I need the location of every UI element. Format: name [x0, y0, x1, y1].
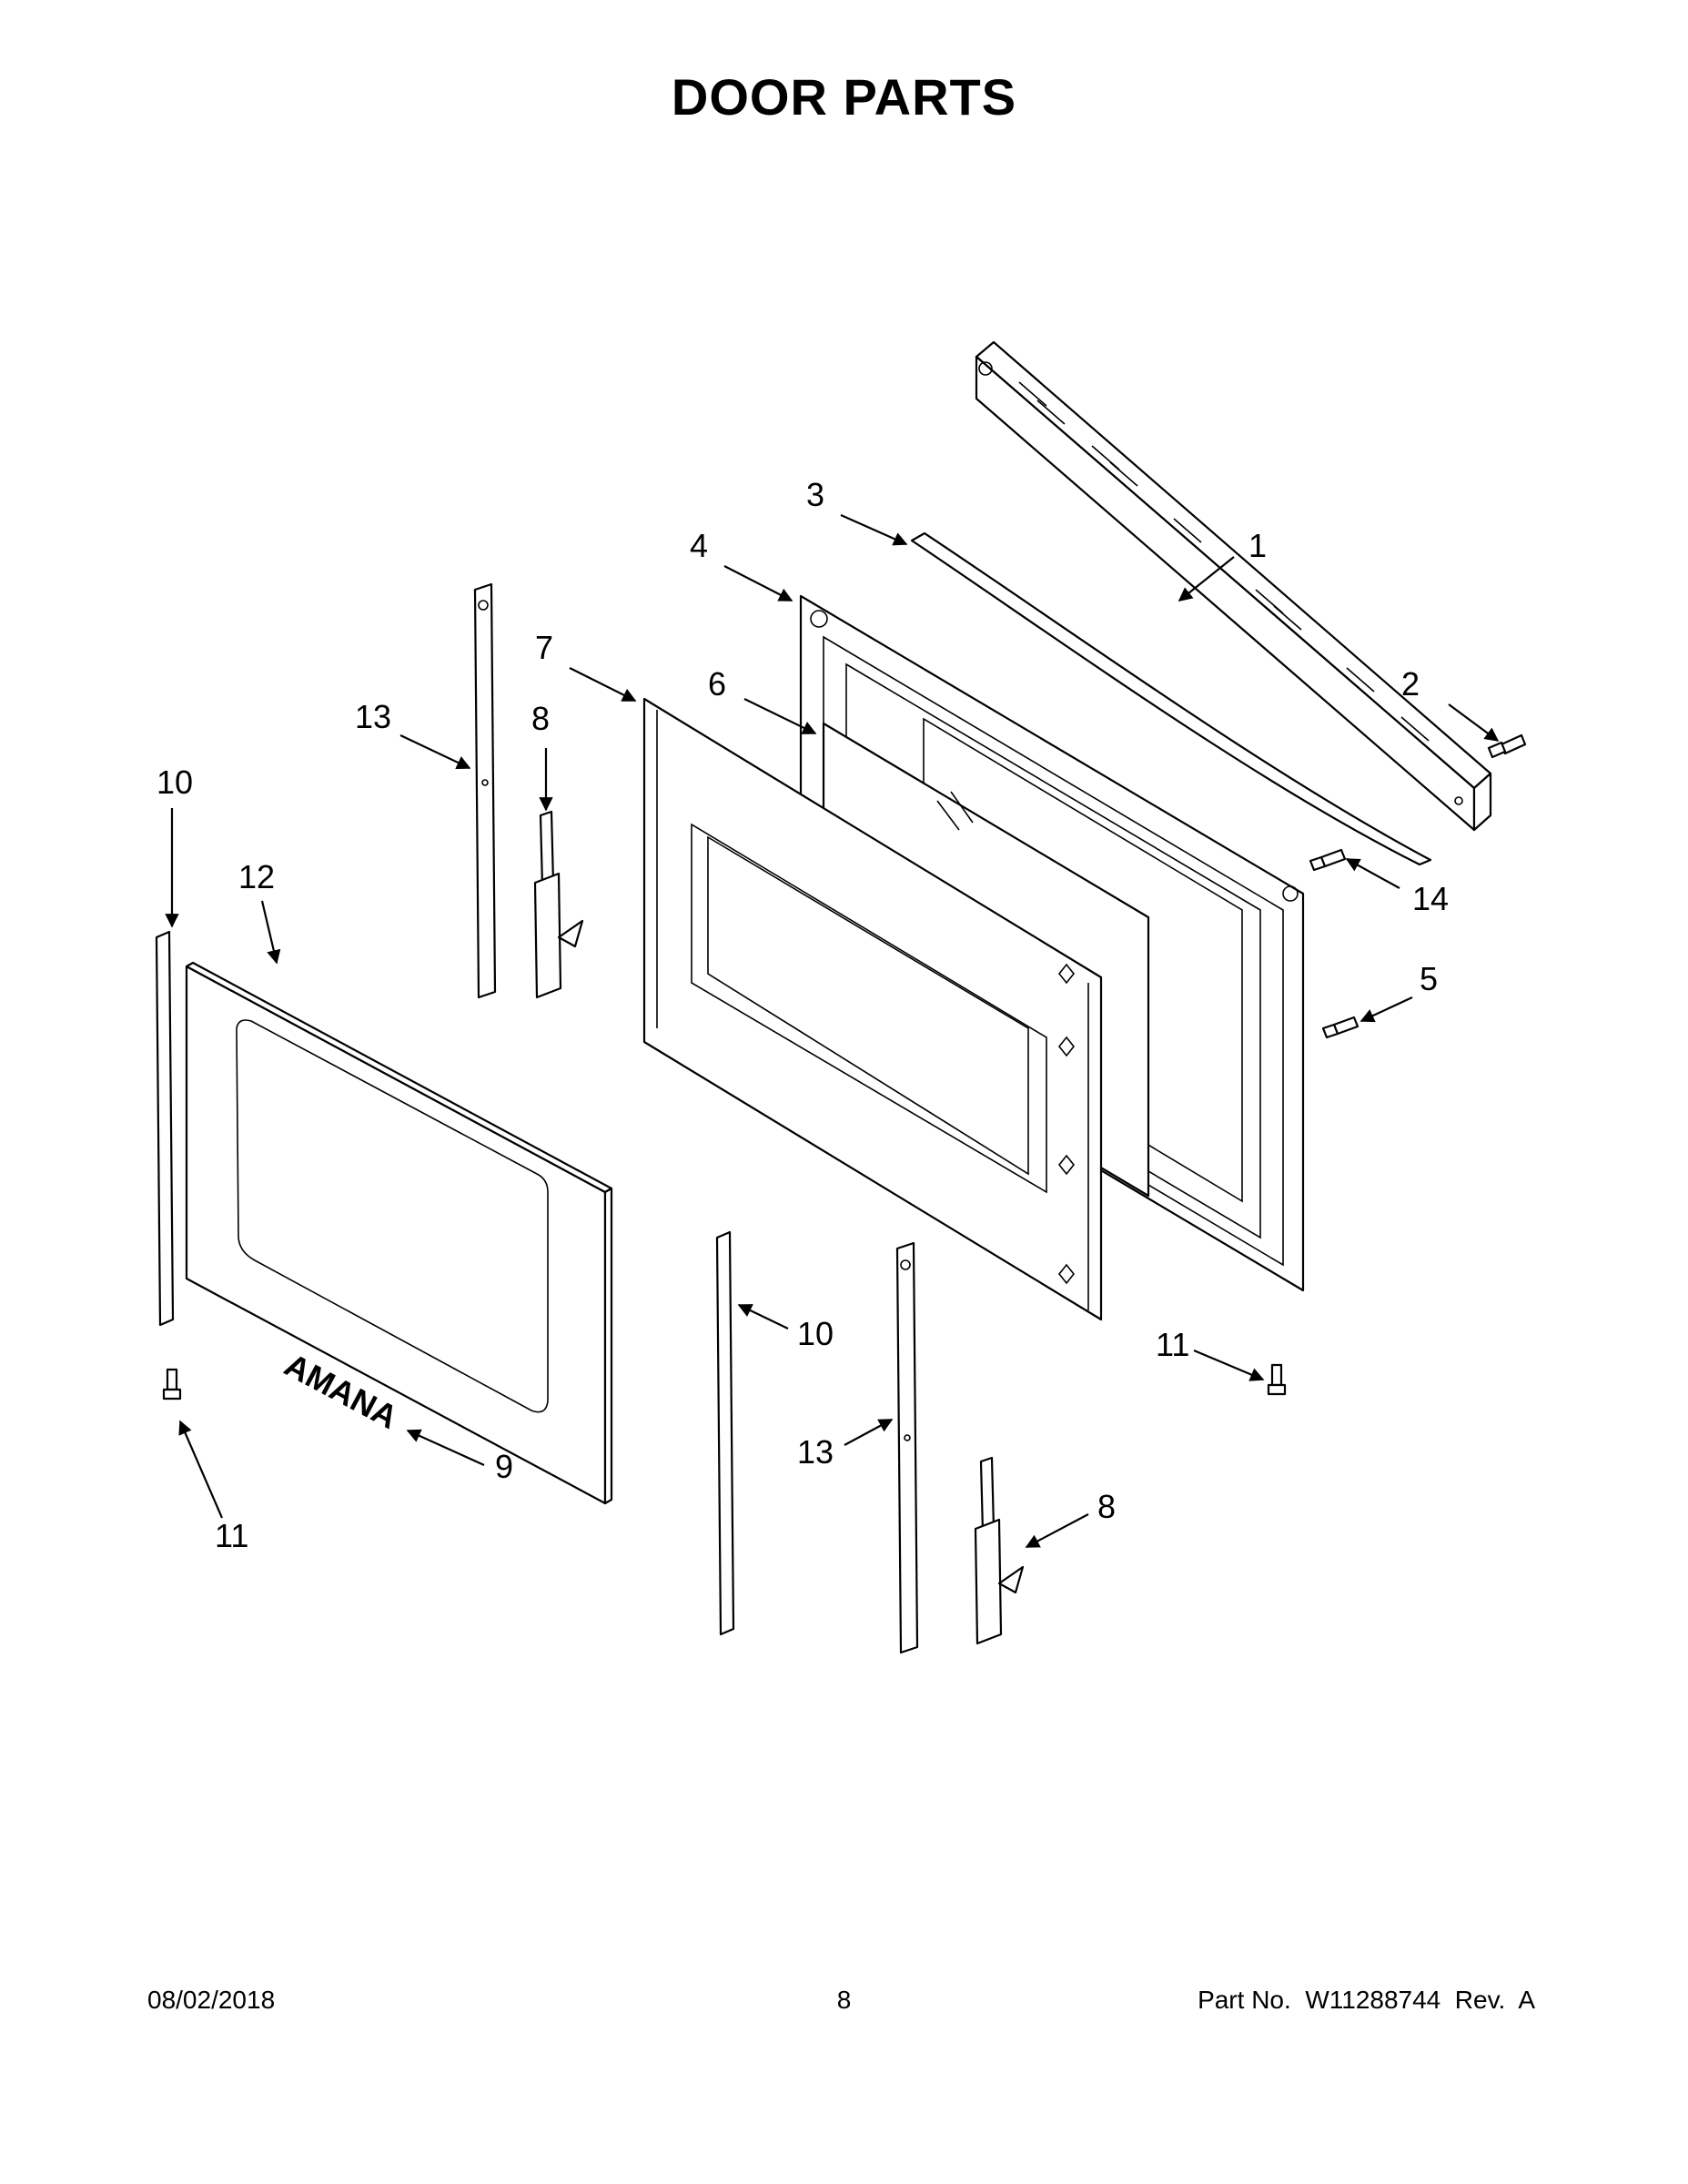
callout-11-left: 11	[215, 1517, 248, 1554]
callout-8-lower: 8	[1097, 1488, 1116, 1525]
part-outer-door-panel	[185, 961, 613, 1505]
callout-labels: 1 2 3 4 5 6 7 8 8 9 10 10 11 11 12 13 13…	[157, 476, 1449, 1554]
part-door-frame	[642, 697, 1103, 1321]
part-vent-trim	[975, 340, 1492, 832]
callout-13-lower: 13	[797, 1433, 834, 1471]
part-screw-11-left	[162, 1368, 182, 1400]
footer-part-number: Part No. W11288744 Rev. A	[1198, 1986, 1535, 2014]
callout-11-right: 11	[1156, 1326, 1189, 1363]
part-screw-11-right	[1267, 1363, 1287, 1396]
callout-10-center: 10	[797, 1315, 834, 1352]
part-screw-5	[1321, 1016, 1359, 1039]
callout-7: 7	[535, 629, 553, 666]
callout-4: 4	[690, 527, 708, 564]
callout-3: 3	[806, 476, 824, 513]
part-screw-2	[1487, 733, 1527, 759]
part-hinge-upper	[533, 810, 584, 999]
page-title: DOOR PARTS	[671, 68, 1017, 126]
leader-lines	[165, 513, 1500, 1548]
part-side-trim-left	[155, 930, 175, 1327]
part-hinge-lower	[974, 1456, 1025, 1645]
part-hinge-receiver-upper	[473, 582, 497, 999]
footer-date: 08/02/2018	[147, 1986, 276, 2014]
callout-2: 2	[1401, 665, 1420, 703]
part-hinge-receiver-lower	[895, 1241, 919, 1654]
callout-6: 6	[708, 665, 726, 703]
callout-14: 14	[1412, 880, 1449, 917]
callout-10-left: 10	[157, 763, 193, 801]
footer-page-number: 8	[836, 1986, 852, 2014]
part-side-trim-center	[715, 1230, 735, 1636]
callout-5: 5	[1420, 960, 1438, 997]
callout-13-upper: 13	[355, 698, 391, 735]
callout-1: 1	[1248, 527, 1267, 564]
part-screw-14	[1309, 848, 1347, 872]
callout-9: 9	[495, 1448, 513, 1485]
part-door-handle	[910, 531, 1432, 866]
callout-12: 12	[238, 858, 275, 895]
callout-8-upper: 8	[531, 700, 550, 737]
